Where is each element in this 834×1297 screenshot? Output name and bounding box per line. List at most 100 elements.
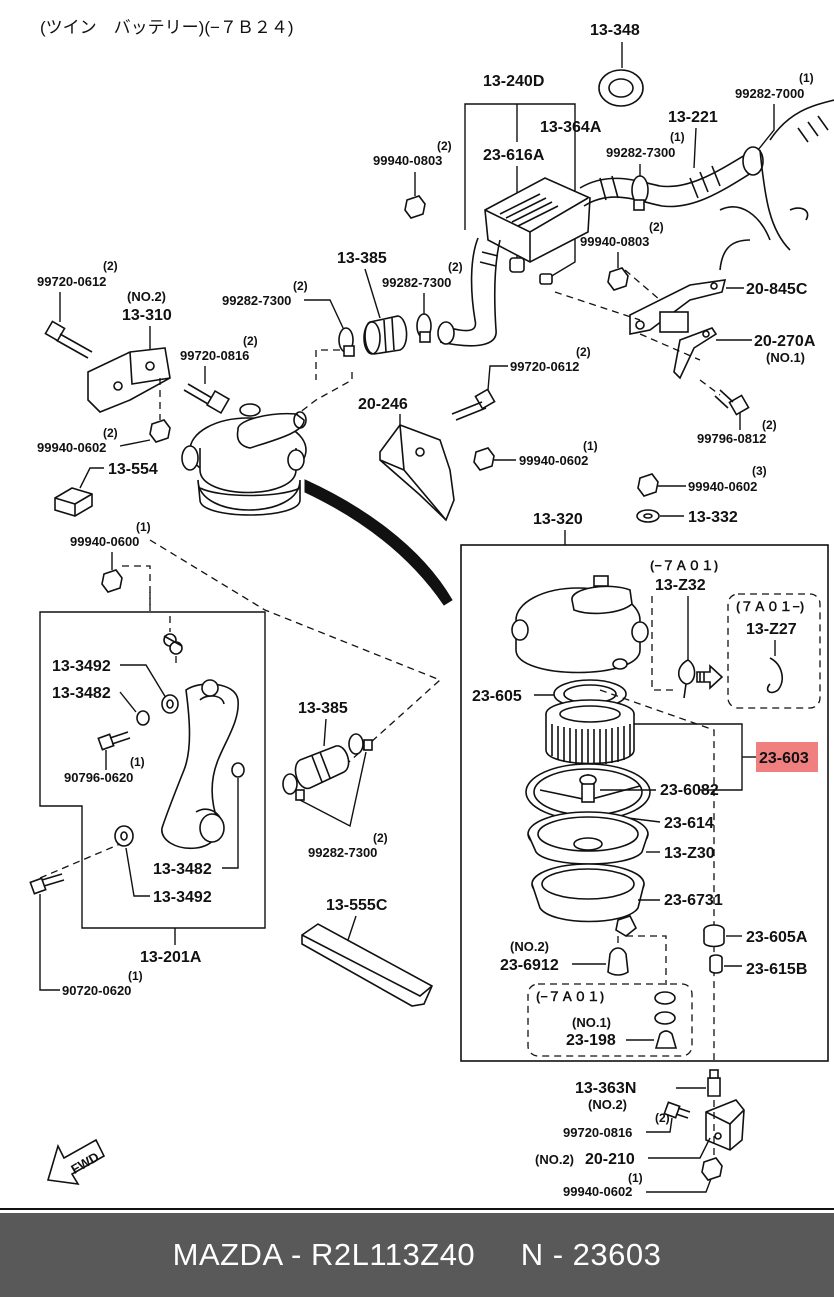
bolt-99720-0816b[interactable]: [663, 1101, 691, 1119]
bolt-90720-0620[interactable]: [29, 873, 65, 895]
group-box-13-201A: [39, 611, 266, 929]
callout-13-240D: 13-240D: [483, 73, 544, 90]
callout-13-320: 13-320: [533, 511, 583, 528]
hose-13-3482a[interactable]: [163, 633, 183, 655]
clip-13-3482b[interactable]: [231, 762, 245, 778]
washer-13-332[interactable]: [636, 509, 660, 523]
seal-strip-13-555C[interactable]: [301, 923, 434, 1007]
grommet-13-3492a[interactable]: [161, 694, 179, 714]
callout-90796-0620: 90796-0620: [64, 770, 133, 785]
callout-99940-0602a: 99940-0602: [37, 440, 106, 455]
dust-cup-23-6731[interactable]: [531, 863, 645, 937]
assembly-box-13-320: [460, 544, 829, 1062]
callout-13-201A: 13-201A: [140, 949, 202, 966]
qty-99282-7300b: (2): [293, 279, 308, 293]
clamp-99282-7300a[interactable]: [631, 175, 649, 211]
qty-99720-0612a: (2): [103, 259, 118, 273]
callout-23-615B: 23-615B: [746, 961, 807, 978]
pad-13-554[interactable]: [54, 487, 93, 517]
callout-13-555C: 13-555C: [326, 897, 388, 914]
air-cleaner-13-320-old[interactable]: [181, 403, 307, 516]
hose-13-385b[interactable]: [282, 733, 373, 801]
filter-element-23-603[interactable]: [545, 699, 635, 765]
highlight-23-603: [756, 742, 818, 772]
callout-13-3492a: 13-3492: [52, 658, 111, 675]
header-title: (ツイン バッテリー)(−７Ｂ２４): [40, 18, 294, 37]
seals-23-198[interactable]: [654, 991, 678, 1049]
range-7A01-from: (７Ａ０１−): [736, 599, 804, 614]
qty-99940-0803a: (2): [437, 139, 452, 153]
callout-99940-0602d: 99940-0602: [563, 1184, 632, 1199]
callout-13-364A: 13-364A: [540, 119, 602, 136]
grommet-23-605A[interactable]: [703, 924, 725, 948]
valve-13-363N[interactable]: [707, 1069, 721, 1097]
callout-13-385b: 13-385: [298, 700, 348, 717]
nut-99940-0602a[interactable]: [149, 419, 171, 443]
callout-20-270A: 20-270A: [754, 333, 816, 350]
callout-99282-7300b: 99282-7300: [222, 293, 291, 308]
bolt-99720-0612a[interactable]: [44, 320, 93, 359]
bolt-90796-0620[interactable]: [97, 731, 131, 751]
callout-99282-7300c: 99282-7300: [382, 275, 451, 290]
qty-99940-0602d: (1): [628, 1171, 643, 1185]
no2-20-210: (NO.2): [535, 1152, 574, 1167]
breather-hose[interactable]: [161, 679, 239, 850]
clamp-99282-7300c[interactable]: [416, 313, 432, 343]
clip-13-Z32[interactable]: [677, 659, 696, 699]
hose-13-385a[interactable]: [363, 315, 408, 355]
nut-99940-0602c[interactable]: [637, 473, 659, 497]
arrow-right: [696, 664, 724, 690]
nut-99940-0803a[interactable]: [404, 195, 426, 219]
nut-99940-0803b[interactable]: [607, 267, 629, 291]
bolt-99796-0812[interactable]: [714, 389, 750, 416]
oil-seal-13-348[interactable]: [598, 69, 644, 107]
nut-99940-0600[interactable]: [101, 569, 123, 593]
bracket-20-210[interactable]: [705, 1099, 745, 1151]
qty-99796-0812: (2): [762, 418, 777, 432]
bracket-13-310[interactable]: [87, 347, 171, 413]
callout-99282-7300a: 99282-7300: [606, 145, 675, 160]
exploded-parts-diagram: (ツイン バッテリー)(−７Ｂ２４) 13-348 13-240D 13-364…: [0, 18, 834, 1210]
callout-13-385a: 13-385: [337, 250, 387, 267]
intake-box-13-240D[interactable]: [484, 177, 591, 285]
bolt-99720-0612b[interactable]: [451, 388, 496, 421]
callout-99940-0602c: 99940-0602: [688, 479, 757, 494]
callout-13-221: 13-221: [668, 109, 718, 126]
grommet-13-3492b[interactable]: [114, 825, 134, 847]
bracket-20-246[interactable]: [379, 424, 455, 522]
bracket-20-270A[interactable]: [673, 327, 718, 380]
callout-13-Z27: 13-Z27: [746, 621, 797, 638]
variant-box-23-198: [527, 983, 693, 1057]
callout-23-198: 23-198: [566, 1032, 616, 1049]
intake-hose-13-221[interactable]: [579, 146, 764, 208]
collar-23-615B[interactable]: [709, 954, 723, 974]
callout-13-3482b: 13-3482: [153, 861, 212, 878]
air-cleaner-cover-new[interactable]: [511, 575, 649, 674]
qty-99720-0816a: (2): [243, 334, 258, 348]
intake-elbow[interactable]: [437, 237, 501, 347]
no2-13-310: (NO.2): [127, 289, 166, 304]
no2-13-363N: (NO.2): [588, 1097, 627, 1112]
callout-20-845C: 20-845C: [746, 281, 808, 298]
fwd-arrow-icon: FWD: [46, 1138, 106, 1186]
valve-23-6912[interactable]: [607, 947, 629, 976]
bolt-99720-0816a[interactable]: [183, 383, 231, 415]
bracket-20-845C[interactable]: [629, 279, 727, 335]
lower-case-13-Z30[interactable]: [527, 811, 649, 865]
callout-13-3482a: 13-3482: [52, 685, 111, 702]
clamp-99282-7300b[interactable]: [338, 327, 355, 357]
engine-outline: [719, 99, 834, 271]
qty-99940-0602a: (2): [103, 426, 118, 440]
callout-13-Z30: 13-Z30: [664, 845, 715, 862]
callout-99940-0803b: 99940-0803: [580, 234, 649, 249]
callout-99940-0602b: 99940-0602: [519, 453, 588, 468]
variant-box-7A01: [727, 593, 821, 709]
clip-13-3482a[interactable]: [136, 710, 150, 726]
callout-20-246: 20-246: [358, 396, 408, 413]
nut-99940-0602b[interactable]: [473, 447, 495, 471]
black-hose-sweep: [304, 479, 453, 606]
callout-23-603[interactable]: 23-603: [759, 750, 809, 767]
callout-13-Z32: 13-Z32: [655, 577, 706, 594]
nut-99940-0602d[interactable]: [701, 1157, 723, 1181]
clip-13-Z27[interactable]: [766, 657, 783, 694]
